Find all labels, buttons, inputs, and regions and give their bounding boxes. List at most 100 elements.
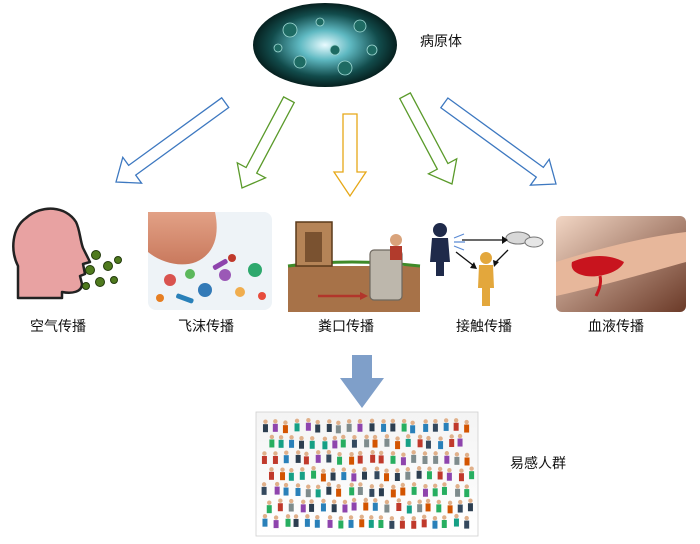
crowd-person-head: [411, 450, 416, 455]
source-label: 病原体: [420, 34, 462, 50]
crowd-person-head: [289, 468, 294, 473]
crowd-person-body: [315, 424, 321, 433]
crowd-person-head: [372, 434, 378, 440]
crowd-person-body: [405, 471, 411, 480]
crowd-person-body: [372, 502, 378, 511]
crowd-person-head: [401, 452, 406, 457]
crowd-person-body: [438, 441, 444, 450]
crowd-person-head: [378, 515, 384, 520]
crowd-person-body: [283, 455, 289, 464]
crowd-person-body: [469, 471, 475, 480]
crowd-person-body: [349, 456, 355, 465]
target-label: 易感人群: [510, 455, 566, 472]
crowd-person-body: [384, 504, 390, 513]
crowd-person-body: [346, 423, 352, 432]
crowd-person-head: [425, 498, 431, 504]
crowd-person-body: [410, 425, 416, 434]
crowd-person-head: [267, 500, 272, 505]
crowd-person-body: [314, 519, 320, 528]
crowd-person-body: [288, 503, 294, 512]
crowd-person-head: [436, 499, 441, 505]
crowd-person-head: [269, 434, 275, 440]
crowd-person-head: [370, 450, 375, 455]
crowd-person-body: [262, 424, 268, 433]
contact-image: [430, 223, 544, 306]
crowd-person-head: [433, 451, 438, 456]
crowd-person-body: [432, 423, 438, 432]
crowd-person-head: [348, 515, 354, 520]
route-label-droplet: 飞沫传播: [178, 319, 234, 335]
pathogen-image: [253, 3, 397, 87]
fecal-oral-image: [287, 221, 421, 312]
crowd-person-body: [364, 439, 370, 448]
crowd-person-body: [447, 505, 453, 514]
crowd-person-body: [432, 520, 438, 529]
crowd-person-body: [422, 488, 428, 497]
crowd-person-body: [369, 488, 375, 497]
crowd-person-head: [369, 484, 375, 489]
crowd-person-head: [421, 514, 427, 520]
crowd-person-head: [426, 435, 431, 441]
crowd-person-body: [436, 504, 442, 513]
crowd-person-head: [274, 481, 280, 487]
crowd-person-body: [268, 471, 274, 480]
crowd-person-body: [464, 457, 470, 466]
crowd-person-body: [405, 438, 411, 447]
crowd-person-head: [278, 435, 284, 440]
crowd-person-body: [272, 423, 278, 432]
crowd-person-head: [432, 483, 438, 489]
crowd-person-body: [390, 455, 396, 464]
crowd-person-head: [432, 515, 438, 521]
crowd-person-head: [316, 450, 321, 455]
crowd-person-body: [262, 518, 268, 527]
crowd-person-head: [315, 419, 320, 425]
airborne-image: [12, 207, 122, 300]
crowd-person-head: [389, 516, 395, 521]
crowd-person-body: [455, 488, 461, 497]
crowd-person-body: [280, 472, 286, 481]
crowd-person-body: [411, 454, 417, 463]
crowd-person-head: [289, 498, 294, 504]
crowd-person-head: [442, 482, 447, 487]
crowd-person-body: [283, 487, 289, 496]
crowd-person-head: [301, 499, 306, 505]
crowd-person-body: [378, 519, 384, 528]
crowd-person-head: [262, 451, 267, 456]
crowd-person-body: [464, 489, 470, 498]
crowd-person-body: [433, 455, 439, 464]
crowd-person-body: [315, 489, 321, 498]
crowd-person-head: [395, 468, 400, 473]
crowd-person-body: [425, 440, 431, 449]
crowd-person-head: [458, 499, 463, 505]
crowd-person-head: [262, 513, 268, 519]
crowd-person-head: [384, 499, 390, 505]
crowd-person-head: [327, 419, 332, 424]
crowd-person-head: [327, 515, 333, 520]
crowd-person-body: [304, 518, 310, 527]
crowd-person-head: [306, 484, 311, 489]
crowd-person-head: [455, 484, 460, 489]
arrow-to-droplet: [236, 96, 296, 189]
crowd-person-head: [411, 482, 417, 487]
crowd-person-head: [336, 420, 341, 426]
crowd-person-head: [391, 484, 396, 490]
crowd-person-head: [464, 515, 469, 521]
crowd-person-body: [423, 423, 429, 432]
crowd-person-body: [389, 520, 395, 529]
crowd-person-body: [372, 439, 378, 448]
crowd-person-head: [444, 451, 450, 456]
arrow-to-airborne: [115, 96, 230, 184]
crowd-person-head: [449, 434, 454, 439]
crowd-person-body: [272, 455, 278, 464]
crowd-person-head: [280, 467, 285, 472]
crowd-person-head: [381, 419, 386, 424]
crowd-person-head: [294, 418, 300, 424]
crowd-person-head: [300, 467, 305, 472]
population-image: [255, 411, 479, 537]
crowd-person-body: [421, 519, 427, 528]
crowd-person-body: [357, 455, 363, 464]
crowd-person-body: [326, 454, 332, 463]
crowd-person-body: [394, 472, 400, 481]
crowd-person-head: [284, 450, 289, 455]
